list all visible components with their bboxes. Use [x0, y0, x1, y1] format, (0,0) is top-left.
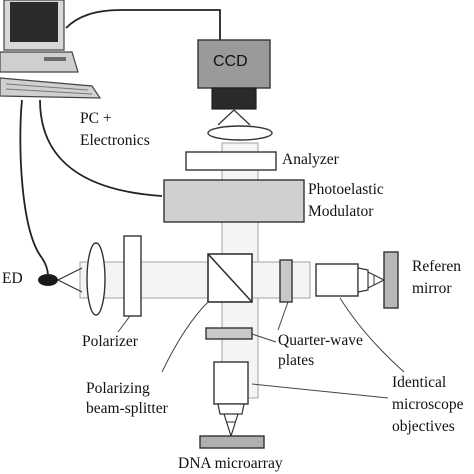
- modulator-label-line1: Photoelastic: [308, 181, 384, 198]
- pc-keyboard: [0, 77, 102, 99]
- imaging-lens: [207, 125, 273, 141]
- reference-mirror: [383, 251, 399, 309]
- polarizer-plate: [123, 235, 142, 317]
- cables: [19, 9, 221, 277]
- led-body: [38, 274, 58, 286]
- leader-objectives-2: [339, 297, 405, 373]
- beam-splitter-label-line2: beam-splitter: [86, 400, 168, 417]
- pc-computer: [0, 0, 102, 99]
- ccd-light-cone: [217, 109, 251, 126]
- analyzer-plate: [185, 151, 277, 171]
- quarter-wave-label-line1: Quarter-wave: [278, 332, 363, 349]
- dna-microarray-slide: [199, 435, 265, 449]
- quarter-wave-plate-sample: [205, 327, 253, 340]
- pc-drive: [44, 57, 66, 61]
- pc-base: [0, 51, 79, 73]
- cable-to-led: [19, 99, 49, 277]
- objectives-label-line1: Identical: [392, 374, 447, 391]
- horizontal-beam: [79, 261, 311, 299]
- pc-label-line2: Electronics: [80, 132, 150, 149]
- pc-label-line1: PC +: [80, 110, 112, 127]
- ccd-camera: [197, 39, 271, 126]
- leader-lines: [117, 297, 405, 399]
- quarter-wave-plate-reference: [279, 259, 293, 303]
- ccd-neck: [211, 87, 257, 110]
- led-label: ED: [2, 270, 23, 287]
- objectives-label-line3: objectives: [392, 418, 455, 435]
- reference-objective: [315, 263, 386, 297]
- leader-quarter-wave-2: [277, 301, 289, 331]
- objectives-label-line2: microscope: [392, 396, 464, 413]
- photoelastic-modulator: [163, 179, 305, 223]
- reference-label-line1: Referen: [412, 258, 462, 275]
- beam-splitter-cube: [207, 253, 253, 303]
- ccd-label: CCD: [213, 53, 248, 70]
- polarizer-label: Polarizer: [82, 333, 138, 350]
- sample-label: DNA microarray: [178, 455, 283, 472]
- modulator-label-line2: Modulator: [308, 203, 374, 220]
- sample-objective: [213, 361, 249, 438]
- leader-objectives-1: [251, 383, 389, 399]
- reference-label-line2: mirror: [412, 280, 452, 297]
- beam-splitter-label-line1: Polarizing: [86, 380, 150, 397]
- cable-to-modulator: [39, 99, 163, 197]
- leader-beam-splitter: [161, 301, 209, 373]
- led-cone: [57, 267, 83, 293]
- leader-polarizer: [117, 315, 131, 333]
- pc-screen: [10, 2, 58, 42]
- cable-to-ccd: [65, 9, 221, 40]
- quarter-wave-label-line2: plates: [278, 352, 315, 369]
- led-source: [38, 267, 83, 293]
- collimating-lens: [86, 242, 106, 316]
- analyzer-label: Analyzer: [282, 151, 339, 168]
- ccd-body: [197, 39, 271, 89]
- leader-quarter-wave: [251, 333, 277, 343]
